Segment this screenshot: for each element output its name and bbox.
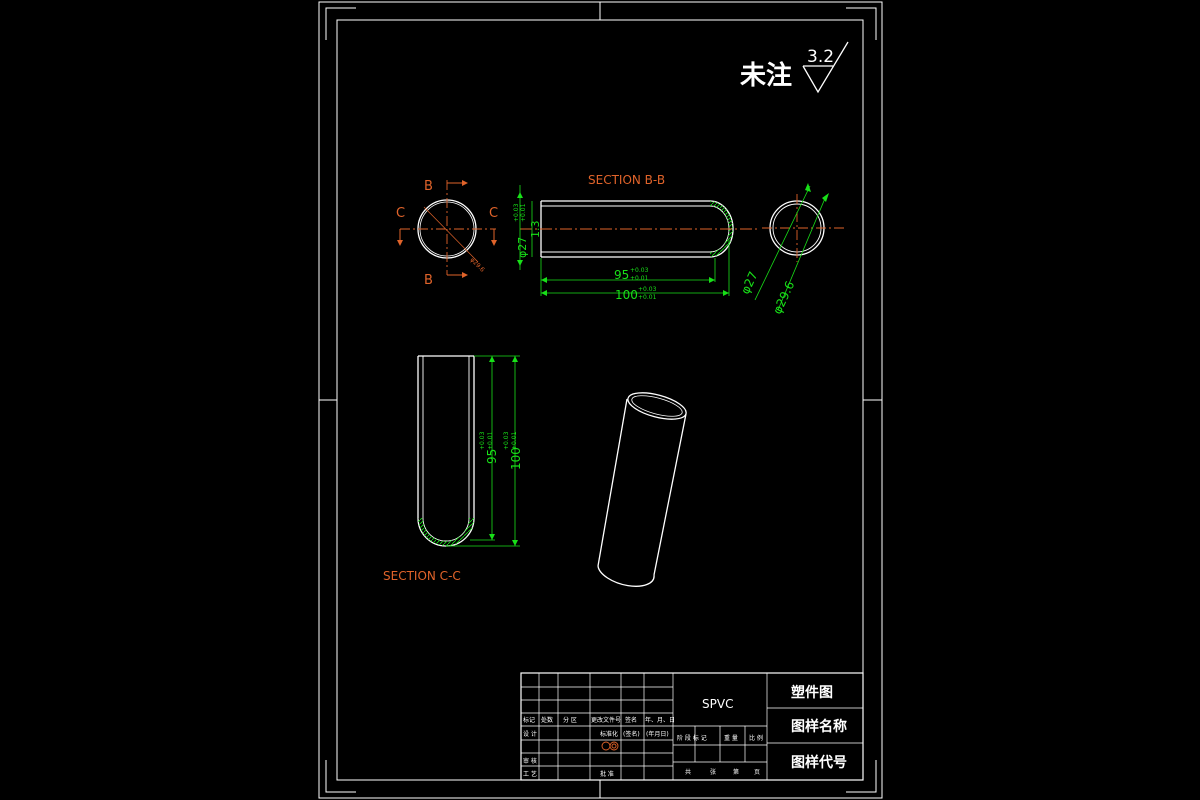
tb-count: 处数 <box>541 716 553 724</box>
roughness-value: 3.2 <box>807 47 834 67</box>
tb-weight: 重 量 <box>724 734 738 742</box>
tb-zone: 分 区 <box>563 716 577 724</box>
tb-code-label: 图样代号 <box>791 754 847 771</box>
roughness-label: 未注 <box>740 60 792 91</box>
tb-page: 第 <box>733 768 739 776</box>
dim-dia-29-6: φ29.6 <box>770 279 797 316</box>
tb-sign2: (签名) <box>623 730 640 738</box>
dim-tol-lower-b: +0.01 <box>630 275 649 282</box>
section-bb-view: SECTION B-B φ27 +0.03 +0.01 1.3 95 +0.03… <box>513 173 760 302</box>
label-b-bottom: B <box>424 273 433 288</box>
dim-cc-tol-upper-100: +0.03 <box>503 431 510 450</box>
roughness-symbol: 未注 3.2 <box>740 41 849 94</box>
dim-tol-upper-a: +0.03 <box>513 203 520 222</box>
dim-cc-95: 95 <box>485 449 499 464</box>
tb-change-doc: 更改文件号 <box>591 716 621 724</box>
dim-tol-lower-a: +0.01 <box>520 203 527 222</box>
isometric-view <box>597 392 687 587</box>
dim-cc-tol-upper-95: +0.03 <box>479 431 486 450</box>
title-block: 标记 处数 分 区 更改文件号 签名 年、月、日 设 计 标准化 (签名) (年… <box>520 672 864 781</box>
tb-review: 审 核 <box>523 757 537 765</box>
label-b-top: B <box>424 179 433 194</box>
dim-dia-27: φ27 <box>738 269 760 296</box>
drawing-frame <box>318 1 883 799</box>
dim-tol-upper-c: +0.03 <box>638 286 657 293</box>
tb-total: 共 <box>685 768 691 776</box>
dim-len-95: 95 <box>614 268 629 282</box>
dim-cc-tol-lower-100: +0.01 <box>511 431 518 450</box>
side-view: φ27 φ29.6 <box>738 183 845 316</box>
tb-date2: (年月日) <box>646 730 669 738</box>
tb-design: 设 计 <box>523 730 537 738</box>
tb-page2: 页 <box>754 769 760 776</box>
label-c-right: C <box>489 206 498 221</box>
dim-tol-upper-b: +0.03 <box>630 267 649 274</box>
dim-len-100: 100 <box>615 288 638 302</box>
tb-process: 工 艺 <box>523 770 537 778</box>
dim-cc-100: 100 <box>509 447 523 470</box>
tb-scale: 比 例 <box>749 734 763 742</box>
dim-wall: 1.3 <box>529 221 542 239</box>
front-view: B B C C φ29.6 <box>396 179 498 288</box>
tb-date: 年、月、日 <box>645 716 675 724</box>
section-cc-view: 95 +0.03 +0.01 100 +0.03 +0.01 SECTION C… <box>383 355 523 583</box>
tb-standard: 标准化 <box>600 730 618 738</box>
projection-symbol-icon <box>601 741 611 751</box>
tb-name-label: 图样名称 <box>791 718 847 735</box>
section-cc-title: SECTION C-C <box>383 569 461 583</box>
tb-sign: 签名 <box>625 716 637 724</box>
tb-drawing-type: 塑件图 <box>791 684 833 701</box>
tb-sheet: 张 <box>710 768 716 776</box>
tb-mark: 标记 <box>523 716 535 724</box>
label-c-left: C <box>396 206 405 221</box>
dim-cc-tol-lower-95: +0.01 <box>487 431 494 450</box>
front-dim-dia: φ29.6 <box>469 256 486 273</box>
section-bb-title: SECTION B-B <box>588 173 665 187</box>
dim-tol-lower-c: +0.01 <box>638 294 657 301</box>
tb-material: SPVC <box>702 697 733 711</box>
tb-approve: 批 准 <box>600 770 614 778</box>
dim-dia-27-tol: φ27 <box>516 237 529 258</box>
tb-stage-mark: 阶 段 标 记 <box>677 734 707 742</box>
